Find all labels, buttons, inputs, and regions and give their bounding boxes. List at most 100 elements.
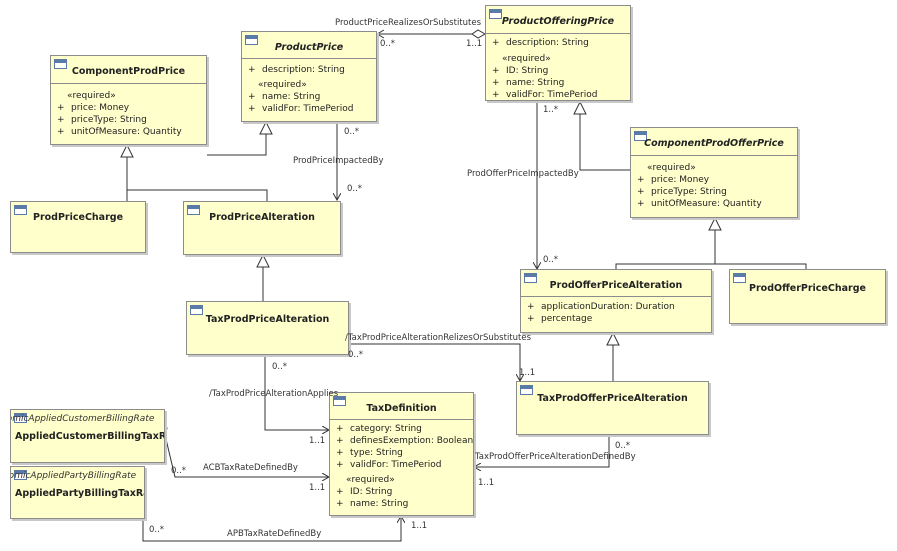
attribute: +unitOfMeasure: Quantity: [637, 199, 762, 209]
class-icon: [489, 9, 502, 19]
class-tax-prod-offer-price-alteration[interactable]: TaxProdOfferPriceAlteration: [516, 381, 709, 435]
class-prod-price-charge[interactable]: ProdPriceCharge: [10, 201, 146, 253]
attribute: +validFor: TimePeriod: [492, 90, 598, 100]
class-component-prod-offer-price[interactable]: ComponentProdOfferPrice «required» +pric…: [630, 127, 798, 218]
class-name: ProdPriceAlteration: [209, 212, 315, 223]
association-name: /TaxProdPriceAlterationRelizesOrSubstitu…: [345, 333, 532, 343]
class-product-price[interactable]: ProductPrice +description: String «requi…: [241, 31, 377, 122]
class-name: ProductPrice: [274, 42, 344, 53]
class-icon: [733, 273, 746, 283]
multiplicity: 0..*: [380, 39, 396, 49]
association-name: /TaxProdPriceAlterationApplies: [209, 389, 339, 399]
class-name: ProdOfferPriceAlteration: [549, 280, 683, 291]
stereotype-label: «required»: [258, 80, 307, 90]
attribute: +category: String: [336, 424, 422, 434]
multiplicity: 0..*: [348, 350, 364, 360]
class-prod-offer-price-charge[interactable]: ProdOfferPriceCharge: [729, 269, 886, 324]
aggregation-diamond: [471, 29, 487, 39]
class-component-prod-price[interactable]: ComponentProdPrice «required» +price: Mo…: [50, 55, 207, 145]
class-tax-definition[interactable]: TaxDefinition +category: String +defines…: [329, 392, 474, 516]
stereotype-label: «required»: [346, 475, 395, 485]
association-name: ProductPriceRealizesOrSubstitutes: [335, 18, 482, 28]
class-name: TaxProdOfferPriceAlteration: [537, 393, 688, 404]
multiplicity: 0..*: [149, 525, 165, 535]
association-name: TaxProdOfferPriceAlterationDefinedBy: [475, 452, 636, 462]
attribute: +ID: String: [336, 487, 393, 497]
class-applied-party-billing-tax-rate[interactable]: AtomicAppliedPartyBillingRate AppliedPar…: [10, 466, 145, 519]
class-name: ComponentProdPrice: [71, 66, 186, 77]
assoc-tax-offer-alteration-defined-by: [474, 435, 609, 467]
parent-class-label: AtomicAppliedPartyBillingRate: [10, 471, 137, 481]
multiplicity: 0..*: [615, 441, 631, 451]
stereotype-label: «required»: [647, 163, 696, 173]
multiplicity: 0..*: [272, 362, 288, 372]
class-prod-offer-price-alteration[interactable]: ProdOfferPriceAlteration +applicationDur…: [520, 269, 712, 333]
association-name: ACBTaxRateDefinedBy: [203, 463, 298, 473]
multiplicity: 0..*: [543, 255, 559, 265]
association-name: ProdPriceImpactedBy: [293, 156, 384, 166]
attribute: +name: String: [336, 499, 409, 509]
class-icon: [14, 470, 27, 480]
class-name: ProdPriceCharge: [32, 212, 124, 223]
class-applied-customer-billing-tax-rate[interactable]: AtomicAppliedCustomerBillingRate Applied…: [10, 409, 165, 463]
attribute: +applicationDuration: Duration: [527, 302, 675, 312]
class-icon: [333, 396, 346, 406]
assoc-tax-alteration-realizes: [349, 344, 520, 381]
multiplicity: 1..1: [519, 368, 536, 378]
class-name: AppliedPartyBillingTaxRate: [15, 488, 144, 499]
attribute: +description: String: [248, 65, 345, 75]
class-icon: [187, 205, 200, 215]
multiplicity: 1..1: [411, 521, 428, 531]
assoc-acb-tax-rate-defined-by: [165, 435, 329, 477]
association-name: ProdOfferPriceImpactedBy: [467, 169, 579, 179]
multiplicity: 0..*: [344, 127, 360, 137]
class-icon: [524, 273, 537, 283]
stereotype-label: «required»: [502, 54, 551, 64]
multiplicity: 1..1: [478, 478, 495, 488]
parent-class-label: AtomicAppliedCustomerBillingRate: [10, 414, 155, 424]
multiplicity: 0..*: [347, 184, 363, 194]
class-name: ProductOfferingPrice: [501, 16, 615, 27]
class-name: AppliedCustomerBillingTaxRate: [15, 431, 164, 442]
arrow-to-product-price: [376, 29, 385, 39]
attribute: +unitOfMeasure: Quantity: [57, 127, 182, 137]
gen-prod-offer-price-alteration: [615, 263, 807, 269]
class-name: ProdOfferPriceCharge: [749, 283, 866, 294]
class-icon: [190, 305, 203, 315]
class-icon: [634, 131, 647, 141]
multiplicity: 1..1: [309, 483, 326, 493]
attribute: +ID: String: [492, 66, 549, 76]
assoc-apb-tax-rate-defined-by: [143, 516, 401, 542]
attribute: +priceType: String: [637, 187, 727, 197]
attribute: +validFor: TimePeriod: [248, 104, 354, 114]
multiplicity: 1..1: [309, 436, 326, 446]
multiplicity: 0..*: [171, 466, 187, 476]
attribute: +definesExemption: Boolean: [336, 436, 474, 446]
attribute: +name: String: [248, 92, 321, 102]
class-name: ComponentProdOfferPrice: [644, 138, 784, 149]
gen-component-prod-offer-price: [579, 114, 630, 171]
association-name: APBTaxRateDefinedBy: [227, 529, 322, 539]
class-tax-prod-price-alteration[interactable]: TaxProdPriceAlteration: [186, 301, 349, 355]
class-product-offering-price[interactable]: ProductOfferingPrice +description: Strin…: [485, 5, 631, 101]
class-icon: [14, 205, 27, 215]
attribute: +percentage: [527, 314, 593, 324]
class-icon: [54, 59, 67, 69]
stereotype-label: «required»: [67, 91, 116, 101]
attribute: +priceType: String: [57, 115, 147, 125]
attribute: +validFor: TimePeriod: [336, 460, 442, 470]
class-icon: [520, 385, 533, 395]
attribute: +name: String: [492, 78, 565, 88]
gen-component-prod-price: [207, 134, 267, 156]
attribute: +price: Money: [57, 103, 130, 113]
class-name: TaxDefinition: [366, 403, 437, 414]
class-name: TaxProdPriceAlteration: [205, 314, 330, 325]
class-icon: [14, 413, 27, 423]
attribute: +description: String: [492, 38, 589, 48]
multiplicity: 1..*: [543, 105, 559, 115]
class-icon: [245, 35, 258, 45]
class-prod-price-alteration[interactable]: ProdPriceAlteration: [183, 201, 341, 255]
attribute: +type: String: [336, 448, 403, 458]
